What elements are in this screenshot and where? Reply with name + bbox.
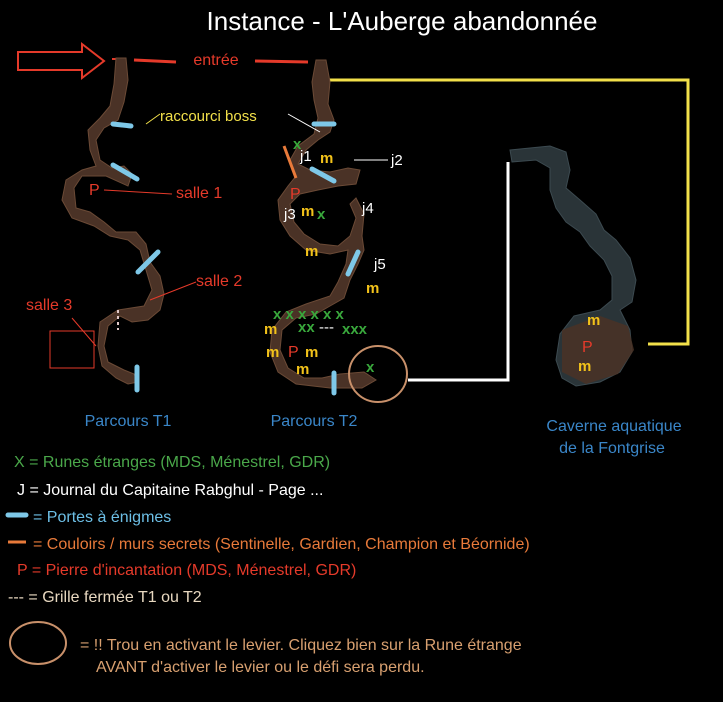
legend-grille: --- = Grille fermée T1 ou T2 — [8, 589, 202, 606]
rune-marker: x — [317, 206, 326, 223]
parcours-t2-label: Parcours T2 — [271, 413, 358, 430]
cave-water — [509, 145, 637, 387]
pierre-marker: P — [582, 339, 593, 356]
caverne-label-line1: Caverne aquatique — [546, 418, 681, 435]
hole-link-line — [408, 162, 510, 382]
puzzle-doors — [110, 121, 361, 396]
mob-marker: m — [296, 361, 309, 378]
legend-pierre: P = Pierre d'incantation (MDS, Ménestrel… — [17, 562, 356, 579]
legend-couloirs: = Couloirs / murs secrets (Sentinelle, G… — [33, 536, 530, 553]
mob-marker: m — [320, 150, 333, 167]
journal-j4: j4 — [361, 200, 374, 217]
entree-label: entrée — [193, 52, 238, 69]
mob-marker: m — [587, 312, 600, 329]
mob-marker: m — [305, 243, 318, 260]
salle-2-label: salle 2 — [196, 273, 242, 290]
raccourci-label: raccourci boss — [160, 108, 257, 125]
rune-row: x x x x x x — [273, 306, 345, 323]
salle-1-label: salle 1 — [176, 185, 222, 202]
salle-3-label: salle 3 — [26, 297, 72, 314]
journal-j2: j2 — [390, 152, 403, 169]
mob-marker: m — [266, 344, 279, 361]
legend: X = Runes étranges (MDS, Ménestrel, GDR)… — [5, 454, 530, 676]
journal-j3: j3 — [283, 206, 296, 223]
pierre-marker: P — [288, 344, 299, 361]
rune-row: xx — [298, 319, 315, 336]
journal-j5: j5 — [373, 256, 386, 273]
legend-trou-line2: AVANT d'activer le levier ou le défi ser… — [96, 659, 425, 676]
legend-trou-line1: = !! Trou en activant le levier. Cliquez… — [80, 637, 522, 654]
legend-portes: = Portes à énigmes — [33, 509, 171, 526]
mob-marker: m — [305, 344, 318, 361]
caverne-label-line2: de la Fontgrise — [559, 440, 665, 457]
mob-marker: m — [264, 321, 277, 338]
map-title: Instance - L'Auberge abandonnée — [207, 6, 598, 36]
rune-row: xxx — [342, 321, 368, 338]
legend-journal: J = Journal du Capitaine Rabghul - Page … — [17, 482, 323, 499]
mob-marker: m — [578, 358, 591, 375]
pierre-marker: P — [290, 186, 301, 203]
journal-j1: j1 — [299, 148, 312, 165]
grille-t2: --- — [319, 319, 334, 336]
cave-t1 — [61, 57, 165, 385]
parcours-t1-label: Parcours T1 — [85, 413, 172, 430]
pierre-marker: P — [89, 182, 100, 199]
salle-3-box — [49, 330, 95, 369]
mob-marker: m — [301, 203, 314, 220]
legend-runes: X = Runes étranges (MDS, Ménestrel, GDR) — [14, 454, 330, 471]
leader-lines — [71, 113, 388, 347]
legend-hole-swatch — [9, 621, 67, 665]
secret-corridor — [282, 145, 298, 179]
shortcut-line — [325, 78, 690, 346]
hole-circle — [348, 345, 408, 403]
rune-marker: x — [293, 136, 302, 153]
mob-marker: m — [366, 280, 379, 297]
entry-arrow — [17, 41, 106, 81]
rune-marker: x — [366, 359, 375, 376]
